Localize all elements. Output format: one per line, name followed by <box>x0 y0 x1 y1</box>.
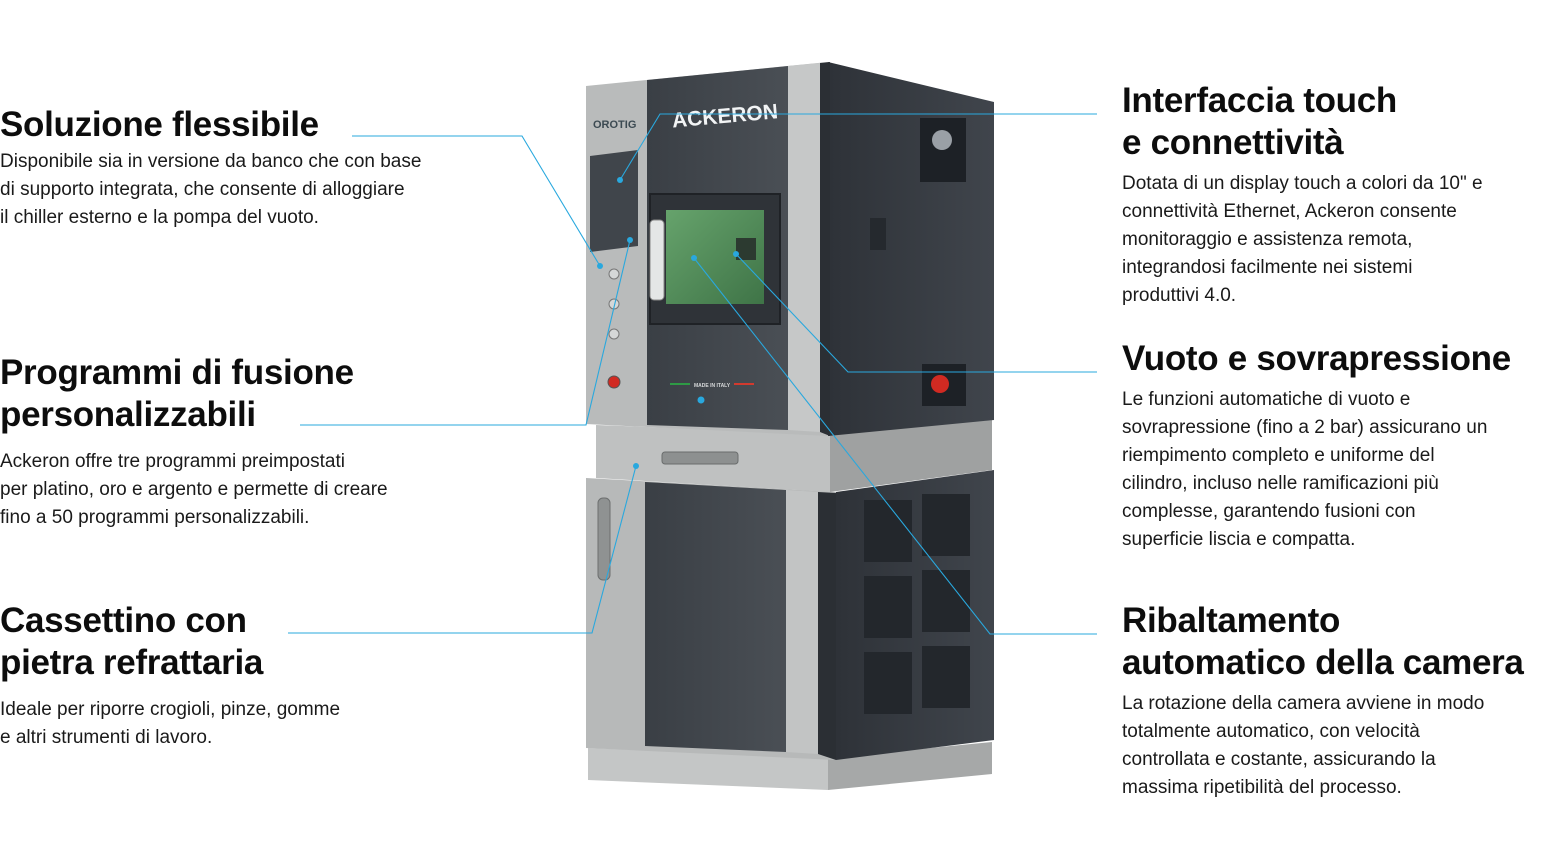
feature-flexible: Soluzione flessibile Disponibile sia in … <box>0 104 520 232</box>
leader-line-vacuum <box>735 253 1097 373</box>
feature-tilt: Ribaltamento automatico della camera La … <box>1122 600 1560 802</box>
feature-flexible-text: Disponibile sia in versione da banco che… <box>0 151 422 228</box>
drawer-band <box>596 420 992 492</box>
made-in-italy-label: MADE IN ITALY <box>694 383 731 389</box>
feature-programs-text: Ackeron offre tre programmi preimpostati… <box>0 451 388 528</box>
feature-vacuum-text: Le funzioni automatiche di vuoto e sovra… <box>1122 389 1488 550</box>
leader-lines <box>288 113 1097 635</box>
feature-tilt-text: La rotazione della camera avviene in mod… <box>1122 693 1485 798</box>
feature-flexible-title: Soluzione flessibile <box>0 105 319 144</box>
feature-tilt-title: Ribaltamento automatico della camera <box>1122 601 1524 682</box>
feature-drawer: Cassettino con pietra refrattaria Ideale… <box>0 600 520 752</box>
leader-line-touch <box>619 113 1097 181</box>
feature-touch-title: Interfaccia touch e connettività <box>1122 81 1397 162</box>
feature-programs: Programmi di fusione personalizzabili Ac… <box>0 352 520 532</box>
feature-drawer-title: Cassettino con pietra refrattaria <box>0 601 264 682</box>
feature-drawer-text: Ideale per riporre crogioli, pinze, gomm… <box>0 699 341 748</box>
upper-body-side <box>828 62 994 436</box>
leader-line-flexible <box>352 135 601 267</box>
leader-line-drawer <box>288 465 637 634</box>
lower-cabinet-side <box>836 470 994 760</box>
leader-line-tilt <box>693 257 1097 635</box>
feature-touch-text: Dotata di un display touch a colori da 1… <box>1122 173 1483 306</box>
feature-touch: Interfaccia touch e connettività Dotata … <box>1122 80 1552 310</box>
feature-vacuum-title: Vuoto e sovrapressione <box>1122 339 1511 378</box>
lower-cabinet-front <box>586 478 836 760</box>
upper-body-front <box>586 62 830 436</box>
feature-vacuum: Vuoto e sovrapressione Le funzioni autom… <box>1122 338 1552 554</box>
orotig-label: OROTIG <box>593 119 636 131</box>
leader-line-programs <box>300 239 631 426</box>
feature-programs-title: Programmi di fusione personalizzabili <box>0 353 354 434</box>
leader-dots <box>597 177 739 469</box>
